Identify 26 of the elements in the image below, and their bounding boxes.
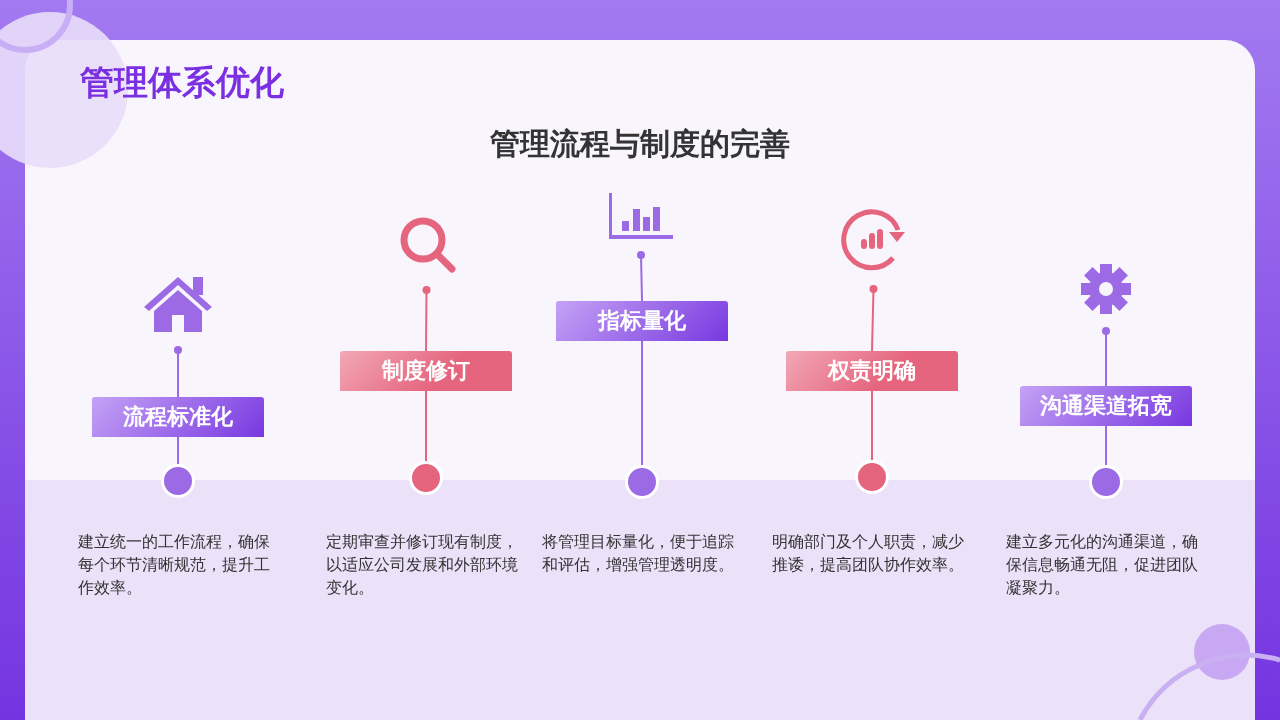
connector-line [1105, 425, 1107, 466]
description: 建立多元化的沟通渠道，确保信息畅通无阻，促进团队凝聚力。 [1006, 531, 1199, 599]
connector-line [1102, 327, 1110, 387]
connector-line [422, 286, 431, 352]
connector-line [641, 340, 643, 466]
label-box: 沟通渠道拓宽 [1020, 386, 1192, 426]
label-box: 制度修订 [340, 351, 512, 391]
connector-line [869, 285, 878, 352]
description: 定期审查并修订现有制度，以适应公司发展和外部环境变化。 [326, 531, 519, 599]
connector-line [177, 436, 179, 465]
description: 明确部门及个人职责，减少推诿，提高团队协作效率。 [772, 531, 965, 576]
connector-line [174, 346, 182, 398]
subtitle: 管理流程与制度的完善 [490, 126, 790, 161]
description: 将管理目标量化，便于追踪和评估，增强管理透明度。 [542, 531, 735, 576]
label-box: 指标量化 [556, 301, 728, 341]
description: 建立统一的工作流程，确保每个环节清晰规范，提升工作效率。 [78, 531, 271, 599]
connector-line [871, 390, 873, 461]
refresh-icon [841, 209, 906, 271]
label-box: 权责明确 [786, 351, 958, 391]
house-icon [143, 276, 213, 333]
bar-chart-icon [608, 192, 674, 240]
gear-icon [1080, 263, 1132, 315]
connector-line [637, 251, 645, 302]
label-box: 流程标准化 [92, 397, 264, 437]
title: 管理体系优化 [80, 61, 284, 104]
connector-line [425, 390, 427, 462]
